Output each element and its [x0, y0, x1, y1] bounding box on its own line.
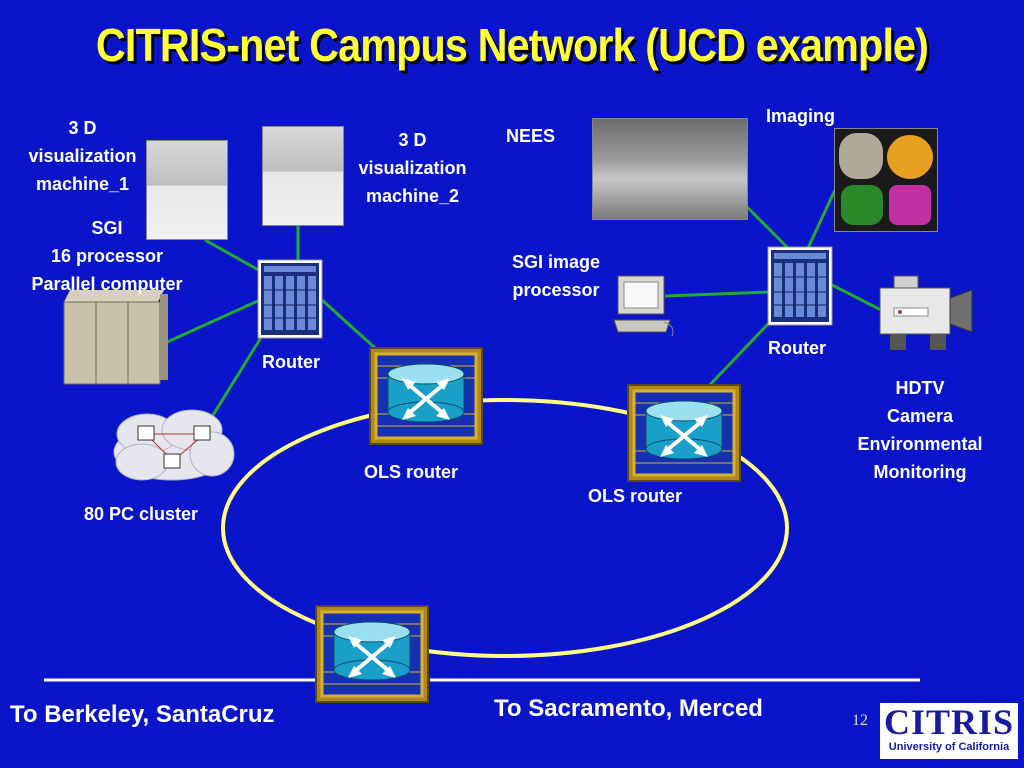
video-camera-icon [879, 275, 973, 350]
nees-photo [592, 118, 748, 220]
router-icon [767, 246, 833, 326]
imaging-photo [834, 128, 938, 232]
router-right-label: Router [768, 338, 826, 358]
server-cabinet-icon [63, 290, 168, 385]
router-icon [257, 259, 323, 339]
ols-router-icon [626, 383, 742, 483]
slide-title: CITRIS-net Campus Network (UCD example) [95, 19, 929, 71]
imaging-label: Imaging [766, 106, 836, 126]
router-left-label: Router [262, 352, 320, 372]
cloud-cluster-icon [113, 409, 235, 481]
pc-cluster-label: 80 PC cluster [84, 504, 199, 524]
to-sacramento-label: To Sacramento, Merced [494, 695, 763, 722]
viz-machine-1-photo [146, 140, 228, 240]
ols-router-2-label: OLS router [588, 486, 683, 506]
ols-router-1-label: OLS router [364, 462, 459, 482]
workstation-icon [613, 275, 674, 337]
page-number: 12 [852, 712, 868, 729]
backbone-ring [221, 398, 789, 658]
to-berkeley-label: To Berkeley, SantaCruz [10, 701, 275, 728]
citris-logo: CITRIS University of California [880, 703, 1018, 759]
logo-text: CITRIS [883, 702, 1015, 742]
logo-subtitle: University of California [888, 741, 1010, 753]
ols-router-icon [368, 346, 484, 446]
nees-label: NEES [506, 126, 556, 146]
viz-machine-2-photo [262, 126, 344, 226]
ols-router-icon [314, 604, 430, 704]
